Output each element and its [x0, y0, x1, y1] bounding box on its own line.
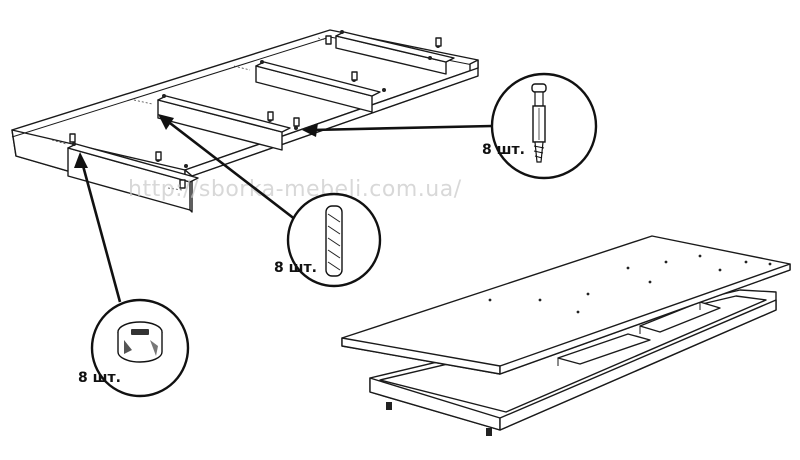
top-panel — [341, 235, 791, 375]
wooden-dowel-icon — [325, 205, 343, 277]
callout-arrows — [74, 114, 493, 303]
hardware-studs — [69, 35, 442, 189]
callout-dowel: 8 шт. — [274, 192, 382, 288]
qty-label-dowel: 8 шт. — [274, 260, 317, 276]
arrow-dowel — [165, 118, 297, 222]
cam-lock-icon — [117, 321, 163, 363]
qty-label-camlock: 8 шт. — [78, 370, 121, 386]
arrow-dowel-head — [158, 114, 174, 130]
cross-panel-middle — [133, 94, 298, 151]
confirmat-screw-icon — [531, 83, 547, 163]
arrow-camlock-head — [74, 152, 88, 168]
arrow-screw-head — [302, 123, 318, 137]
frame-assembly — [11, 29, 479, 213]
arrow-camlock — [80, 161, 122, 303]
cross-panel-back — [317, 30, 455, 75]
watermark-text: http://sborka-mebeli.com.ua/ — [128, 177, 462, 202]
arrow-screw — [311, 124, 493, 132]
box-frame — [369, 289, 777, 436]
callout-screw: 8 шт. — [482, 72, 598, 180]
box-assembly — [341, 235, 791, 436]
qty-label-screw: 8 шт. — [482, 142, 525, 158]
cross-panel-front — [51, 139, 199, 211]
callout-camlock: 8 шт. — [78, 298, 190, 398]
